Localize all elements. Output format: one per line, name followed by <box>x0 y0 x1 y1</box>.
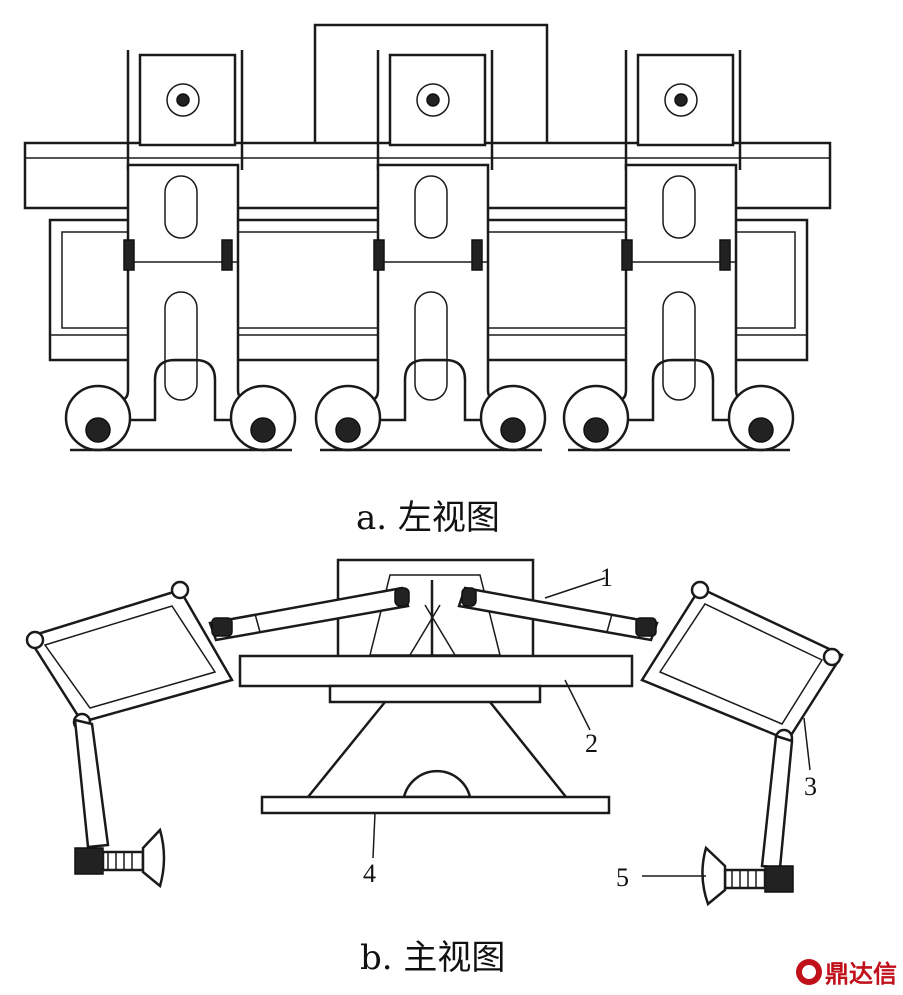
suction-cup-right <box>701 845 794 907</box>
label-2: 2 <box>585 729 598 758</box>
label-4: 4 <box>363 859 376 888</box>
cylinder-right <box>457 586 659 642</box>
caption-left-view: a. 左视图 <box>356 498 500 538</box>
left-view <box>23 23 832 452</box>
caption-front-view: b. 主视图 <box>360 938 506 978</box>
watermark-text: 鼎达信 <box>825 960 897 988</box>
logo-icon <box>796 958 822 985</box>
main-plate <box>238 654 634 688</box>
module-3 <box>562 50 795 452</box>
front-view: 1 2 3 4 5 <box>25 558 844 907</box>
label-1: 1 <box>600 563 613 592</box>
suction-cup-left <box>74 827 166 889</box>
label-3: 3 <box>804 772 817 801</box>
cylinder-left <box>208 586 410 642</box>
base-plate <box>260 795 611 815</box>
module-1 <box>64 50 297 452</box>
linkage-left <box>25 580 234 849</box>
label-5: 5 <box>616 863 629 892</box>
module-2 <box>314 50 547 452</box>
watermark: 鼎达信 <box>796 954 897 989</box>
linkage-right <box>640 580 844 870</box>
